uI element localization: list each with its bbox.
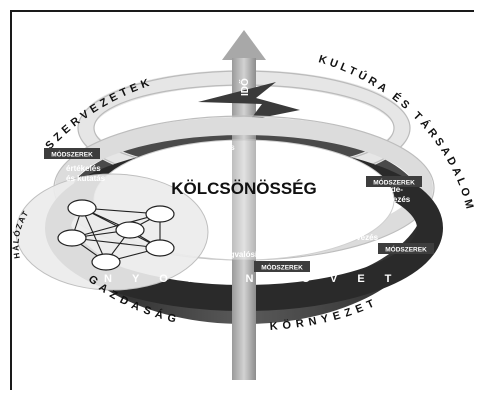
svg-text:MÓDSZEREK: MÓDSZEREK (51, 150, 93, 159)
network-graph (15, 173, 209, 291)
stage-evaluation: értékelés és kutatás (66, 164, 106, 183)
svg-text:MÓDSZEREK: MÓDSZEREK (373, 178, 415, 187)
time-axis-label: IDŐ (238, 78, 251, 96)
method-badge: MÓDSZEREK (378, 243, 434, 254)
diagram-frame (10, 10, 474, 390)
method-badge: MÓDSZEREK (366, 176, 422, 187)
time-arrow-head (222, 30, 266, 60)
network-node (115, 221, 145, 239)
network-node (91, 253, 121, 271)
stage-implementation: megvalósítás (218, 250, 269, 259)
network-node (145, 205, 175, 223)
center-title: KÖLCSÖNÖSSÉG (171, 179, 316, 198)
network-node (145, 239, 175, 257)
network-node (57, 229, 87, 247)
network-node (67, 199, 97, 217)
method-badge: MÓDSZEREK (254, 261, 310, 272)
stage-initiative: kezde- ményezés (372, 185, 411, 204)
label-monitoring: NYOMONKÖVETÉS (104, 272, 466, 285)
stage-planning: tervezés (346, 233, 379, 242)
stage-maintenance: fenntartás (196, 143, 235, 152)
svg-text:MÓDSZEREK: MÓDSZEREK (385, 245, 427, 254)
spiral-arrowhead (198, 82, 300, 120)
method-badge: MÓDSZEREK (44, 148, 100, 159)
svg-text:MÓDSZEREK: MÓDSZEREK (261, 263, 303, 272)
